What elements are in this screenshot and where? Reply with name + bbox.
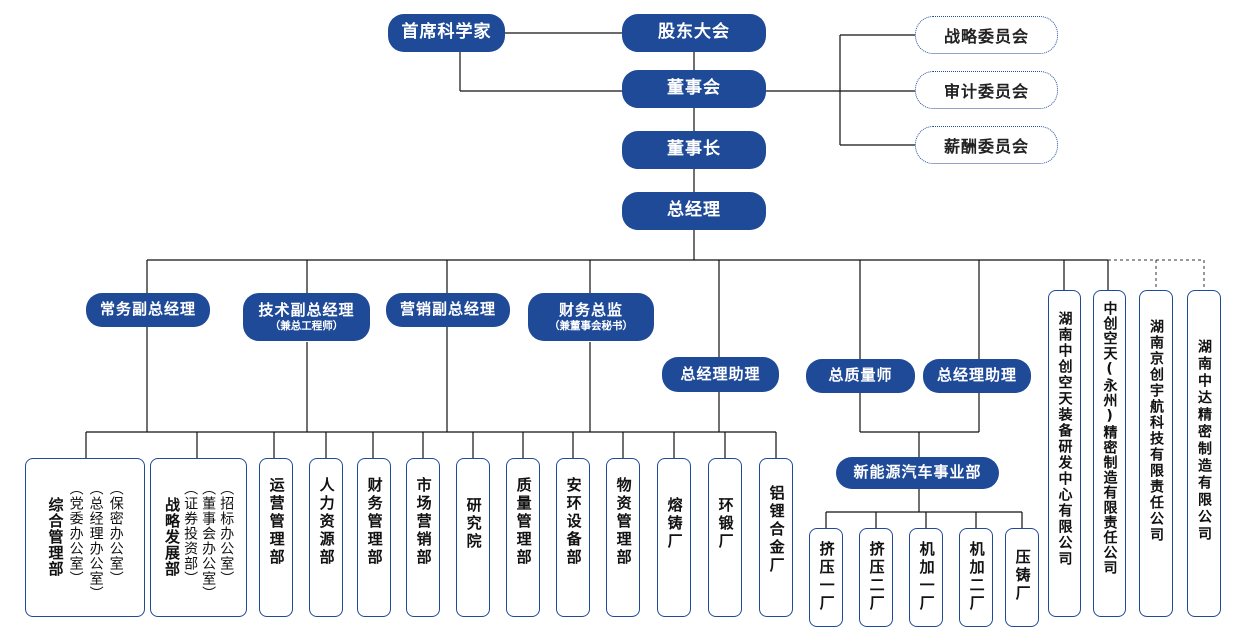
subsidiary-jingchuang[interactable]: 湖南京创宇航科技有限责任公司 — [1139, 290, 1173, 617]
dept-label: 市场营销部 — [414, 477, 433, 567]
subsidiary-yongzhou[interactable]: 中创空天(永州)精密制造有限责任公司 — [1093, 290, 1126, 617]
compensation-committee-node[interactable]: 薪酬委员会 — [915, 126, 1058, 164]
extrusion-plant-2[interactable]: 挤压二厂 — [859, 528, 893, 627]
dept-marketing[interactable]: 市场营销部 — [406, 458, 440, 617]
subsidiary-label: 湖南中达精密制造有限公司 — [1196, 339, 1213, 543]
dept-paren-1: （党委办公室） — [67, 481, 84, 586]
dept-label: 研究院 — [464, 497, 483, 551]
gm-assistant-node-2[interactable]: 总经理助理 — [923, 359, 1031, 393]
dept-main: 综合管理部 — [46, 497, 65, 577]
dept-label: 熔铸厂 — [665, 497, 684, 551]
dept-research-institute[interactable]: 研究院 — [456, 458, 490, 617]
machining-plant-2[interactable]: 机加二厂 — [959, 528, 993, 627]
plant-label: 机加二厂 — [967, 541, 986, 613]
dept-label: 环锻厂 — [716, 497, 735, 551]
marketing-vp-node[interactable]: 营销副总经理 — [386, 293, 510, 327]
dept-main: 战略发展部 — [162, 497, 181, 577]
dept-materials[interactable]: 物资管理部 — [606, 458, 640, 617]
strategy-development-dept[interactable]: （招标办公室） （董事会办公室） （证券投资部） 战略发展部 — [150, 458, 247, 617]
general-manager-node[interactable]: 总经理 — [622, 192, 766, 230]
marketing-vp-title: 营销副总经理 — [399, 300, 496, 319]
plant-label: 机加一厂 — [917, 541, 936, 613]
executive-vp-title: 常务副总经理 — [99, 300, 196, 319]
plant-label: 挤压二厂 — [867, 541, 886, 613]
dept-paren-3: （保密办公室） — [107, 481, 124, 586]
dept-label: 物资管理部 — [614, 477, 633, 567]
subsidiary-rd-center[interactable]: 湖南中创空天装备研发中心有限公司 — [1048, 290, 1081, 617]
extrusion-plant-1[interactable]: 挤压一厂 — [809, 528, 843, 627]
subsidiary-label: 湖南中创空天装备研发中心有限公司 — [1056, 311, 1073, 567]
dept-casting-plant[interactable]: 熔铸厂 — [657, 458, 691, 617]
chief-scientist-node[interactable]: 首席科学家 — [388, 14, 505, 52]
dept-paren-2: （总经理办公室） — [87, 481, 104, 601]
chief-quality-officer-node[interactable]: 总质量师 — [806, 359, 915, 393]
plant-label: 压铸厂 — [1013, 549, 1032, 603]
dept-paren-3: （招标办公室） — [218, 481, 235, 586]
gm-assistant-node-1[interactable]: 总经理助理 — [662, 357, 779, 392]
technical-vp-node[interactable]: 技术副总经理 （兼总工程师） — [243, 293, 370, 341]
subsidiary-label: 中创空天(永州)精密制造有限责任公司 — [1101, 301, 1118, 575]
dept-label: 铝锂合金厂 — [767, 485, 786, 575]
dept-label: 安环设备部 — [564, 477, 583, 567]
dept-label: 质量管理部 — [514, 477, 533, 567]
dept-quality[interactable]: 质量管理部 — [506, 458, 540, 617]
dept-paren-2: （董事会办公室） — [200, 481, 217, 601]
dept-hr[interactable]: 人力资源部 — [309, 458, 343, 617]
chairman-node[interactable]: 董事长 — [622, 131, 766, 169]
technical-vp-subtitle: （兼总工程师） — [269, 320, 344, 333]
strategy-committee-node[interactable]: 战略委员会 — [915, 16, 1058, 54]
die-casting-plant[interactable]: 压铸厂 — [1005, 528, 1039, 627]
dept-paren-1: （证券投资部） — [182, 481, 199, 586]
shareholders-meeting-node[interactable]: 股东大会 — [622, 14, 766, 52]
dept-safety-equipment[interactable]: 安环设备部 — [556, 458, 590, 617]
dept-label: 财务管理部 — [365, 477, 384, 567]
subsidiary-label: 湖南京创宇航科技有限责任公司 — [1148, 319, 1165, 543]
new-energy-vehicle-division[interactable]: 新能源汽车事业部 — [836, 457, 999, 489]
dept-finance[interactable]: 财务管理部 — [357, 458, 391, 617]
cfo-node[interactable]: 财务总监 （兼董事会秘书） — [528, 293, 654, 341]
subsidiary-zhongda[interactable]: 湖南中达精密制造有限公司 — [1187, 290, 1221, 617]
dept-al-li-alloy-plant[interactable]: 铝锂合金厂 — [759, 458, 793, 617]
cfo-subtitle: （兼董事会秘书） — [549, 320, 633, 333]
dept-forging-plant[interactable]: 环锻厂 — [708, 458, 742, 617]
executive-vp-node[interactable]: 常务副总经理 — [86, 293, 210, 327]
dept-operations[interactable]: 运营管理部 — [259, 458, 293, 617]
dept-label: 运营管理部 — [267, 477, 286, 567]
dept-label: 人力资源部 — [317, 477, 336, 567]
technical-vp-title: 技术副总经理 — [258, 300, 355, 319]
cfo-title: 财务总监 — [558, 300, 623, 319]
plant-label: 挤压一厂 — [817, 541, 836, 613]
audit-committee-node[interactable]: 审计委员会 — [915, 71, 1058, 109]
board-node[interactable]: 董事会 — [622, 70, 766, 108]
general-management-dept[interactable]: （保密办公室） （总经理办公室） （党委办公室） 综合管理部 — [25, 458, 145, 617]
machining-plant-1[interactable]: 机加一厂 — [909, 528, 943, 627]
